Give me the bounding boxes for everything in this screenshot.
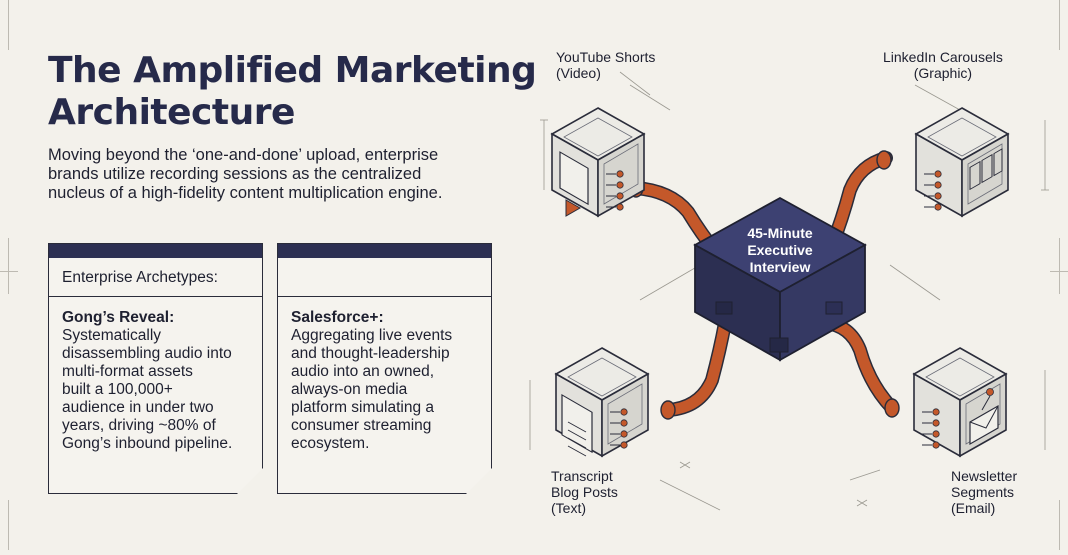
edge-mark-left-h bbox=[0, 271, 18, 272]
node-label-transcript: Transcript Blog Posts (Text) bbox=[551, 468, 618, 516]
node-label-line: (Video) bbox=[556, 65, 601, 81]
card-company-name: Salesforce+: bbox=[291, 309, 384, 326]
document-icon bbox=[561, 393, 593, 457]
carousel-slides-icon bbox=[969, 148, 1003, 191]
amplification-diagram: 45-Minute Executive Interview YouTube Sh… bbox=[520, 40, 1068, 550]
card-corner-cut bbox=[237, 468, 263, 494]
card-text-line: Aggregating live events bbox=[291, 327, 453, 344]
archetype-card-gong: Enterprise Archetypes: Gong’s Reveal: Sy… bbox=[48, 243, 263, 494]
node-label-line: Segments bbox=[951, 484, 1015, 500]
dimension-lines bbox=[529, 71, 1049, 511]
hub-label-line-3: Interview bbox=[750, 259, 811, 275]
newsletter-cube bbox=[913, 347, 1007, 457]
node-label-newsletter: Newsletter Segments (Email) bbox=[951, 468, 1017, 516]
intro-paragraph: Moving beyond the ‘one-and-done’ upload,… bbox=[48, 146, 478, 203]
node-label-line: (Text) bbox=[551, 500, 586, 516]
title-line-2: Architecture bbox=[48, 92, 295, 133]
card-body: Salesforce+: Aggregating live events and… bbox=[278, 297, 491, 453]
edge-mark-bottom-right bbox=[1059, 500, 1060, 550]
hub-block bbox=[693, 196, 867, 362]
card-corner-cut bbox=[466, 468, 492, 494]
card-text-line: consumer streaming bbox=[291, 417, 432, 434]
node-label-line: (Graphic) bbox=[913, 65, 973, 81]
card-text-line: audience in under two bbox=[62, 399, 214, 416]
edge-mark-left bbox=[8, 238, 9, 294]
edge-mark-right-h bbox=[1050, 271, 1068, 272]
hub-label-line-2: Executive bbox=[747, 242, 813, 258]
card-text-line: and thought-leadership bbox=[291, 345, 450, 362]
page-title: The Amplified Marketing Architecture bbox=[48, 50, 537, 134]
card-body: Gong’s Reveal: Systematically disassembl… bbox=[49, 297, 262, 453]
edge-mark-right bbox=[1059, 238, 1060, 294]
card-header-bar bbox=[49, 244, 262, 258]
card-text-line: disassembling audio into bbox=[62, 345, 232, 362]
card-text-line: multi-format assets bbox=[62, 363, 193, 380]
node-label-linkedin: LinkedIn Carousels (Graphic) bbox=[883, 49, 1003, 81]
video-play-icon bbox=[565, 199, 582, 217]
card-header-bar bbox=[278, 244, 491, 258]
card-text-line: years, driving ~80% of bbox=[62, 417, 216, 434]
linkedin-cube bbox=[915, 107, 1009, 217]
edge-mark-bottom-left bbox=[8, 500, 9, 550]
transcript-cube bbox=[555, 347, 649, 457]
diagram-canvas: 45-Minute Executive Interview bbox=[529, 71, 1049, 511]
title-line-1: The Amplified Marketing bbox=[48, 50, 537, 91]
node-label-line: (Email) bbox=[951, 500, 996, 516]
card-text-line: audio into an owned, bbox=[291, 363, 435, 380]
node-label-line: Newsletter bbox=[951, 468, 1018, 484]
card-header bbox=[278, 258, 491, 297]
intro-line-3: nucleus of a high-fidelity content multi… bbox=[48, 184, 443, 202]
node-label-line: Transcript bbox=[551, 468, 613, 484]
edge-mark-top-right bbox=[1059, 0, 1060, 50]
node-label-line: YouTube Shorts bbox=[556, 49, 656, 65]
intro-line-1: Moving beyond the ‘one-and-done’ upload,… bbox=[48, 146, 439, 164]
intro-line-2: brands utilize recording sessions as the… bbox=[48, 165, 422, 183]
node-label-line: Blog Posts bbox=[551, 484, 618, 500]
node-label-line: LinkedIn Carousels bbox=[883, 49, 1003, 65]
node-label-youtube: YouTube Shorts (Video) bbox=[556, 49, 655, 81]
card-text-line: always-on media bbox=[291, 381, 408, 398]
card-company-name: Gong’s Reveal: bbox=[62, 309, 175, 326]
card-text-line: platform simulating a bbox=[291, 399, 435, 416]
card-header: Enterprise Archetypes: bbox=[49, 258, 262, 297]
envelope-icon bbox=[969, 388, 999, 446]
card-text-line: ecosystem. bbox=[291, 435, 370, 452]
card-text-line: Gong’s inbound pipeline. bbox=[62, 435, 233, 452]
card-text-line: Systematically bbox=[62, 327, 162, 344]
hub-label-line-1: 45-Minute bbox=[747, 225, 813, 241]
youtube-cube bbox=[551, 107, 645, 217]
card-text-line: built a 100,000+ bbox=[62, 381, 173, 398]
archetype-card-salesforce: Salesforce+: Aggregating live events and… bbox=[277, 243, 492, 494]
edge-mark-top-left bbox=[8, 0, 9, 50]
